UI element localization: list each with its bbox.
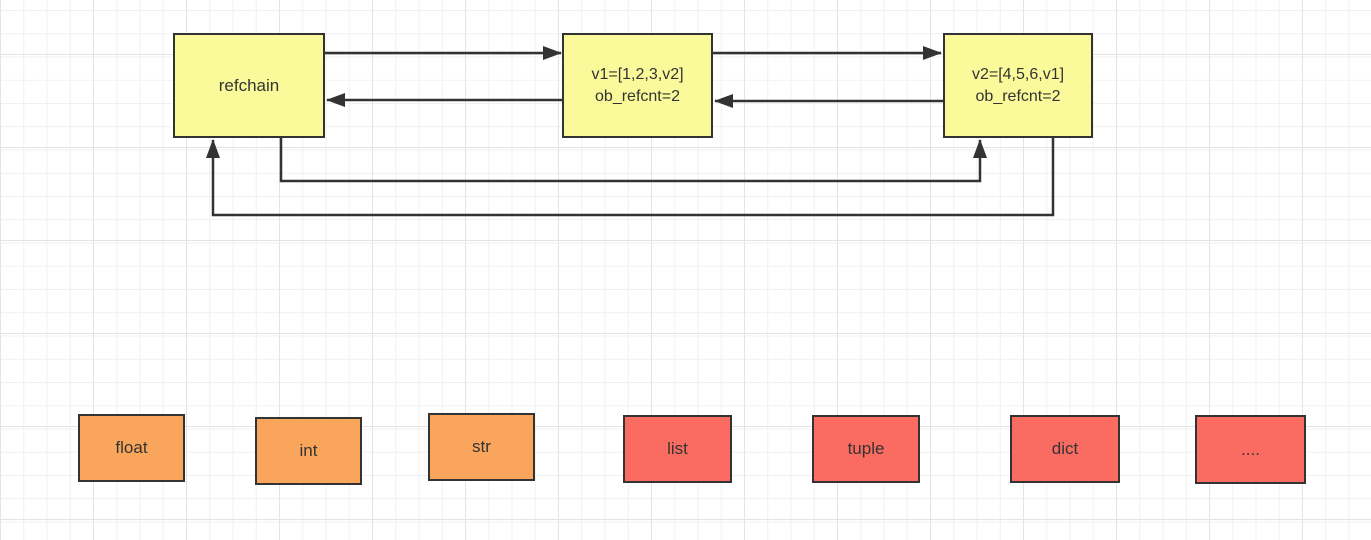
node-int[interactable]: int bbox=[255, 417, 362, 485]
node-dict[interactable]: dict bbox=[1010, 415, 1120, 483]
node-v1-label-line2: ob_refcnt=2 bbox=[595, 87, 680, 105]
node-v1[interactable]: v1=[1,2,3,v2] ob_refcnt=2 bbox=[562, 33, 713, 138]
node-ellipsis[interactable]: .... bbox=[1195, 415, 1306, 484]
node-list[interactable]: list bbox=[623, 415, 732, 483]
node-v2-label-line1: v2=[4,5,6,v1] bbox=[971, 65, 1065, 83]
node-int-label: int bbox=[299, 441, 318, 460]
node-str[interactable]: str bbox=[428, 413, 535, 481]
node-dict-label: dict bbox=[1051, 439, 1079, 458]
node-str-label: str bbox=[472, 437, 491, 456]
node-v2[interactable]: v2=[4,5,6,v1] ob_refcnt=2 bbox=[943, 33, 1093, 138]
node-v1-label-line1: v1=[1,2,3,v2] bbox=[591, 65, 684, 83]
node-list-label: list bbox=[667, 439, 688, 458]
node-float-label: float bbox=[115, 438, 148, 457]
node-tuple[interactable]: tuple bbox=[812, 415, 920, 483]
node-refchain-label: refchain bbox=[218, 75, 280, 95]
node-refchain[interactable]: refchain bbox=[173, 33, 325, 138]
edge-v2-to-refchain-bottom[interactable] bbox=[206, 138, 1055, 217]
node-tuple-label: tuple bbox=[847, 439, 885, 458]
node-v2-label-line2: ob_refcnt=2 bbox=[975, 87, 1061, 105]
node-float[interactable]: float bbox=[78, 414, 185, 482]
edge-refchain-to-v2-bottom[interactable] bbox=[279, 138, 987, 183]
node-ellipsis-label: .... bbox=[1241, 439, 1260, 459]
